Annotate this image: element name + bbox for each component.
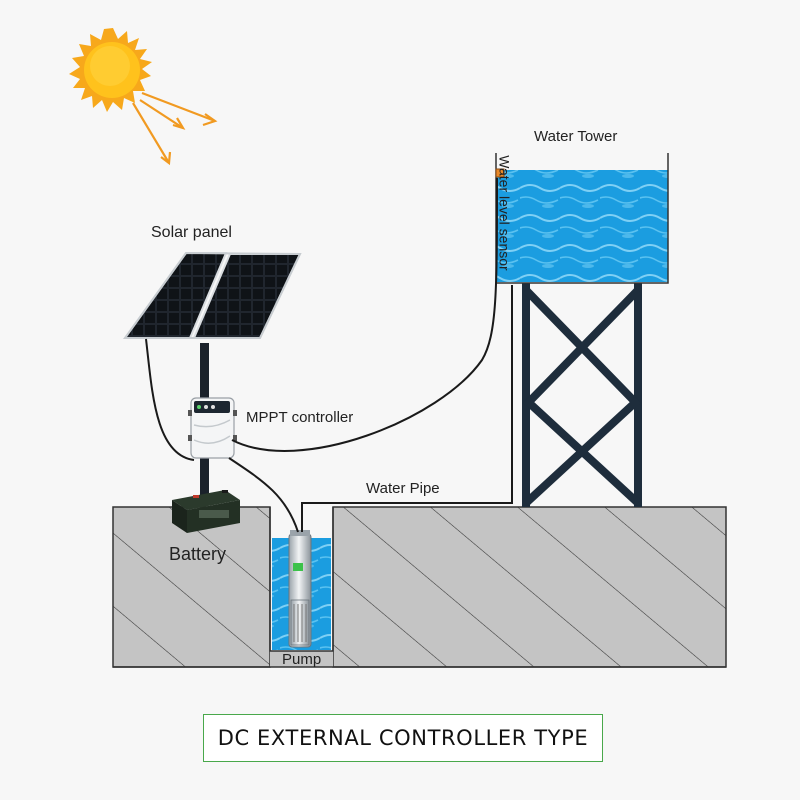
pump-label: Pump [282, 651, 322, 668]
water-tower-icon [495, 153, 669, 284]
wiring [145, 177, 498, 533]
sun-icon [69, 28, 152, 112]
mppt-controller-icon [188, 397, 237, 459]
pump-icon [288, 530, 312, 648]
battery-label: Battery [169, 544, 227, 564]
diagram-title: DC EXTERNAL CONTROLLER TYPE [217, 726, 589, 750]
diagram-title-box: DC EXTERNAL CONTROLLER TYPE [203, 714, 603, 762]
solar-panel-icon [123, 251, 302, 339]
solar-panel-label: Solar panel [151, 224, 232, 241]
water-pipe-label: Water Pipe [366, 480, 440, 497]
well-bottom [113, 651, 726, 668]
water-pipe [301, 285, 513, 532]
water-level-sensor-icon [495, 168, 505, 178]
mppt-controller-label: MPPT controller [246, 409, 354, 426]
ground-block-right [332, 506, 727, 668]
water-tower-label: Water Tower [534, 128, 618, 145]
tower-frame [522, 283, 642, 507]
water-level-sensor-label: Water level sensor [496, 155, 513, 271]
sun-ray-arrows [132, 91, 218, 166]
battery-icon [172, 490, 240, 533]
